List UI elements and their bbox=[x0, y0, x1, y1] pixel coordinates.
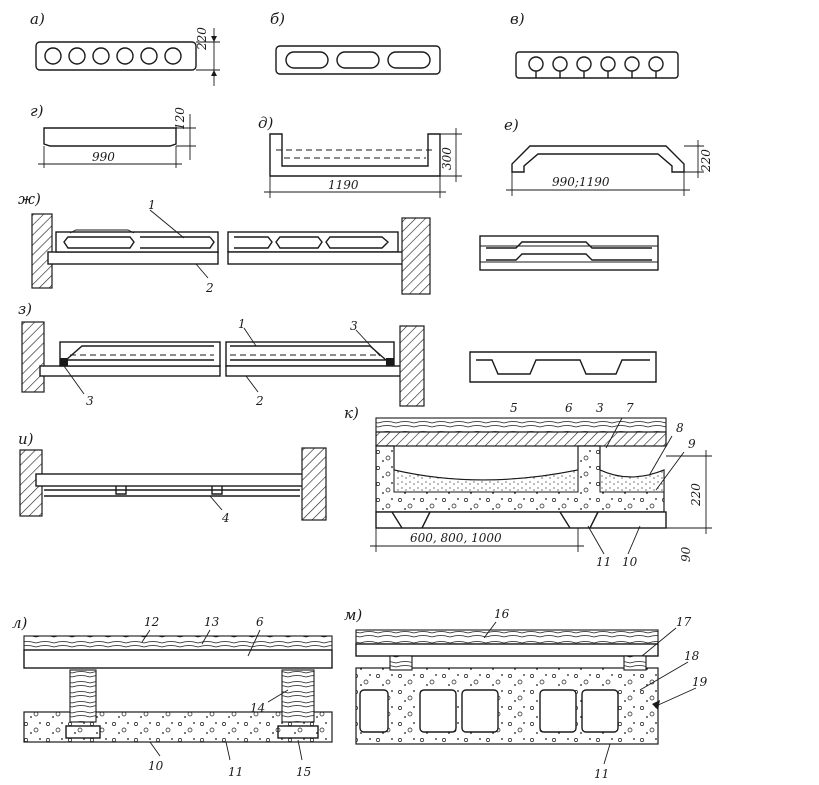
callout-1-zh: 1 bbox=[148, 198, 156, 212]
callout-2-zh: 2 bbox=[205, 281, 214, 295]
hollow-core-slab-oval bbox=[275, 45, 441, 75]
panel-m: м) 16 17 18 19 11 bbox=[344, 606, 708, 781]
panel-d-height: 300 bbox=[440, 147, 454, 170]
callout-15-l: 15 bbox=[296, 765, 311, 779]
callout-12-l: 12 bbox=[144, 615, 159, 629]
panel-i: и) 4 bbox=[18, 430, 327, 525]
panel-z: з) 1 3 3 2 bbox=[18, 300, 657, 408]
panel-g: г) 120 990 bbox=[30, 102, 196, 168]
slab-detail-zh bbox=[479, 235, 659, 271]
panel-i-label: и) bbox=[18, 430, 34, 448]
callout-7-k: 7 bbox=[626, 401, 634, 415]
callout-2-z: 2 bbox=[255, 394, 264, 408]
callout-6-k: 6 bbox=[565, 401, 573, 415]
callout-11-m: 11 bbox=[594, 767, 609, 781]
channel-slab-e bbox=[511, 145, 685, 173]
panel-e: е) 220 990;1190 bbox=[504, 116, 713, 196]
panel-k-small: 90 bbox=[679, 546, 693, 562]
callout-1-z: 1 bbox=[238, 317, 246, 331]
slab-right-zh bbox=[227, 231, 399, 253]
screed-layer-k bbox=[375, 431, 667, 447]
callout-14-l: 14 bbox=[250, 701, 265, 715]
wall-left bbox=[31, 213, 53, 289]
slab-i bbox=[35, 473, 309, 487]
joist-left-l bbox=[69, 669, 97, 723]
panel-e-label: е) bbox=[504, 116, 519, 134]
callout-4-i: 4 bbox=[221, 511, 230, 525]
callout-6-l: 6 bbox=[256, 615, 264, 629]
panel-l-label: л) bbox=[12, 614, 28, 632]
ribbed-slab-g bbox=[43, 127, 177, 147]
panel-d-width: 1190 bbox=[328, 178, 359, 192]
panel-a-height: 220 bbox=[195, 27, 209, 51]
callout-11-k: 11 bbox=[596, 555, 611, 569]
panel-l: л) 12 13 6 14 10 11 15 bbox=[12, 614, 333, 779]
support-beam-right bbox=[227, 251, 415, 265]
panel-d: д) 300 1190 bbox=[258, 114, 462, 198]
panel-k-width: 600, 800, 1000 bbox=[410, 531, 502, 545]
insulation-fill-k bbox=[393, 469, 579, 493]
callout-10-l: 10 bbox=[148, 759, 164, 773]
joist-right-m bbox=[623, 655, 647, 671]
panel-k-height: 220 bbox=[689, 483, 703, 507]
panel-v: в) bbox=[510, 10, 679, 79]
panel-a: а) 220 bbox=[30, 10, 220, 86]
hollow-core-slab-keyhole bbox=[515, 51, 679, 79]
panel-z-label: з) bbox=[18, 300, 32, 318]
panel-e-width: 990;1190 bbox=[552, 175, 610, 189]
callout-8-k: 8 bbox=[676, 421, 684, 435]
panel-k-label: к) bbox=[344, 404, 359, 422]
flooring-boards-l bbox=[23, 635, 333, 651]
callout-3-z-left: 3 bbox=[86, 394, 94, 408]
slab-left-zh bbox=[55, 231, 219, 253]
panel-d-label: д) bbox=[258, 114, 274, 132]
panel-zh: ж) 1 2 bbox=[18, 190, 659, 295]
panel-b: б) bbox=[270, 10, 441, 75]
joist-left-m bbox=[389, 655, 413, 671]
panel-k: к) 5 6 3 7 8 9 11 10 220 90 600, 800, 10… bbox=[344, 401, 712, 569]
callout-5-k: 5 bbox=[510, 401, 518, 415]
callout-3-k: 3 bbox=[596, 401, 604, 415]
callout-9-k: 9 bbox=[688, 437, 696, 451]
panel-a-label: а) bbox=[30, 10, 45, 28]
panel-g-height: 120 bbox=[173, 107, 187, 130]
panel-e-height: 220 bbox=[699, 149, 713, 173]
wall-right-z bbox=[399, 325, 425, 407]
callout-3-z-right: 3 bbox=[350, 319, 358, 333]
panel-b-label: б) bbox=[270, 10, 285, 28]
support-beam-left bbox=[47, 251, 219, 265]
wall-right bbox=[401, 217, 431, 295]
callout-11-l: 11 bbox=[228, 765, 243, 779]
callout-17-m: 17 bbox=[676, 615, 692, 629]
callout-16-m: 16 bbox=[494, 607, 510, 621]
ribbed-slab-detail-z bbox=[469, 351, 657, 383]
flooring-boards-k bbox=[375, 417, 667, 433]
panel-v-label: в) bbox=[510, 10, 525, 28]
callout-10-k: 10 bbox=[622, 555, 638, 569]
callout-19-m: 19 bbox=[692, 675, 708, 689]
panel-zh-label: ж) bbox=[18, 190, 41, 208]
panel-m-label: м) bbox=[344, 606, 362, 624]
panel-g-width: 990 bbox=[92, 150, 115, 164]
callout-13-l: 13 bbox=[204, 615, 220, 629]
wall-right-i bbox=[301, 447, 327, 521]
flooring-boards-m bbox=[355, 629, 659, 645]
hollow-core-slab-round bbox=[35, 41, 197, 71]
trough-slab-d bbox=[269, 133, 441, 177]
wall-left-z bbox=[21, 321, 45, 393]
callout-18-m: 18 bbox=[684, 649, 700, 663]
joist-right-l bbox=[281, 669, 315, 723]
panel-g-label: г) bbox=[30, 102, 44, 120]
